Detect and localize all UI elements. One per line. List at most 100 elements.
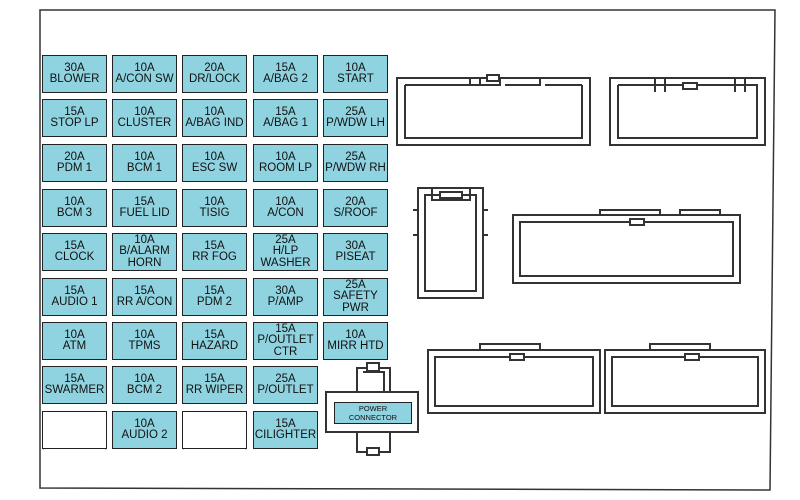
fuse-label: S/ROOF — [333, 207, 378, 219]
fuse-amperage: 20A — [345, 195, 366, 208]
fuse-label: CLOCK — [54, 251, 95, 263]
fuse-amperage: 15A — [134, 195, 155, 208]
fuse-amperage: 20A — [64, 150, 85, 163]
fuse-amperage: 30A — [345, 239, 366, 252]
fuse-label: AUDIO 2 — [121, 429, 168, 441]
fuse-label: RR FOG — [192, 251, 237, 263]
fuse-amperage: 25A — [345, 105, 366, 118]
fuse-label: ATM — [62, 340, 87, 352]
connector-bottom-left — [427, 343, 601, 414]
fuse-label: SAFETY PWR — [333, 290, 378, 314]
fuse-amperage: 25A — [275, 372, 296, 385]
fuse-amperage: 10A — [345, 61, 366, 74]
fuse-amperage: 10A — [204, 195, 225, 208]
fuse-amperage: 15A — [275, 322, 296, 335]
spare-slot-2 — [182, 411, 247, 449]
fuse-label: FUEL LID — [119, 207, 170, 219]
fuse-amperage: 15A — [275, 105, 296, 118]
fuse-label: A/BAG IND — [185, 117, 244, 129]
fuse-label: STOP LP — [50, 117, 99, 129]
fuse-label: SWARMER — [44, 384, 105, 396]
fuse-label: P/OUTLET — [257, 384, 314, 396]
fuse-amperage: 10A — [134, 233, 155, 246]
fuse-amperage: 15A — [204, 328, 225, 341]
fuse-amperage: 25A — [275, 233, 296, 246]
fuse-amperage: 15A — [275, 417, 296, 430]
fuse-label: AUDIO 1 — [51, 296, 98, 308]
fuse-amperage: 15A — [64, 372, 85, 385]
fuse-amperage: 10A — [64, 195, 85, 208]
fuse-label: HAZARD — [190, 340, 239, 352]
fuse-label: TPMS — [128, 340, 161, 352]
fuse-amperage: 15A — [204, 239, 225, 252]
fuse-label: P/WDW RH — [325, 162, 386, 174]
fuse-label: CLUSTER — [117, 117, 172, 129]
fuse-label: MIRR HTD — [327, 340, 384, 352]
fuse-label: PDM 1 — [56, 162, 93, 174]
fuse-amperage: 25A — [345, 150, 366, 163]
fuse-amperage: 10A — [275, 195, 296, 208]
fuse-label: P/AMP — [267, 296, 304, 308]
connector-top-right — [609, 77, 766, 146]
fuse-label: START — [337, 73, 374, 85]
fuse-amperage: 10A — [134, 150, 155, 163]
spare-slot-1 — [42, 411, 107, 449]
fuse-amperage: 10A — [204, 150, 225, 163]
fuse-amperage: 10A — [134, 105, 155, 118]
fuse-amperage: 15A — [275, 61, 296, 74]
fuse-label: A/BAG 2 — [263, 73, 308, 85]
fuse-amperage: 10A — [275, 150, 296, 163]
fuse-amperage: 10A — [134, 372, 155, 385]
fuse-label: BCM 1 — [126, 162, 163, 174]
fuse-amperage: 10A — [64, 328, 85, 341]
fuse-label: BCM 2 — [126, 384, 163, 396]
fuse-label: PISEAT — [335, 251, 376, 263]
fuse-amperage: 15A — [204, 284, 225, 297]
fuse-label: A/CON SW — [115, 73, 174, 85]
fuse-label: PDM 2 — [196, 296, 233, 308]
fuse-label: ROOM LP — [258, 162, 313, 174]
fuse-label: CILIGHTER — [254, 429, 317, 441]
fuse-label: BCM 3 — [56, 207, 93, 219]
fuse-amperage: 30A — [275, 284, 296, 297]
fuse-label: RR A/CON — [116, 296, 173, 308]
fuse-amperage: 30A — [64, 61, 85, 74]
power-connector-label: POWER CONNECTOR — [334, 402, 412, 424]
fuse-label: P/OUTLET CTR — [257, 334, 314, 358]
connector-middle-wide — [512, 209, 741, 284]
fuse-label: P/WDW LH — [326, 117, 385, 129]
power-connector-body — [325, 362, 419, 456]
